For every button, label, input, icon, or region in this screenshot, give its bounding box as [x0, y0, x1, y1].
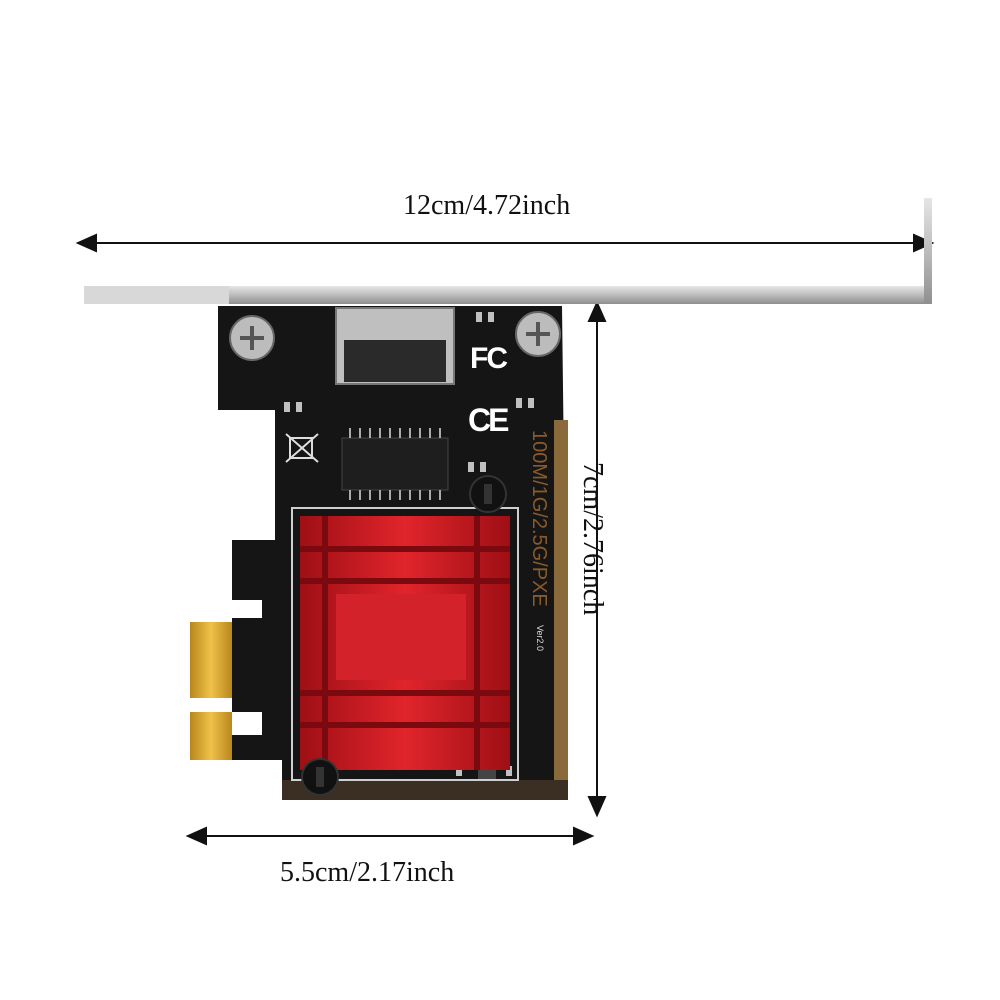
speed-silkscreen: 100M/1G/2.5G/PXE [528, 430, 550, 607]
height-dimension-arrow [587, 300, 607, 818]
fcc-mark: FC [470, 342, 508, 375]
red-heatsink [291, 507, 519, 781]
gold-fingers [190, 622, 232, 760]
recycle-bin-icon [285, 433, 319, 463]
version-silkscreen: Ver2.0 [535, 625, 545, 652]
mounting-screw-right [515, 311, 561, 357]
height-dimension-label: 7cm/2.76inch [577, 462, 608, 616]
ce-mark: CE [468, 402, 509, 438]
bottom-dimension-arrow [185, 826, 595, 846]
mounting-screw-left [229, 315, 275, 361]
heatsink-pin-top [469, 475, 507, 513]
pcie-bracket [84, 198, 932, 304]
ethernet-port [335, 307, 455, 385]
heatsink-pin-bottom [301, 758, 339, 796]
width-dimension-label: 12cm/4.72inch [403, 190, 571, 221]
bottom-dimension-label: 5.5cm/2.17inch [280, 857, 455, 888]
width-dimension-arrow [75, 233, 935, 253]
transformer-chip [341, 428, 449, 500]
